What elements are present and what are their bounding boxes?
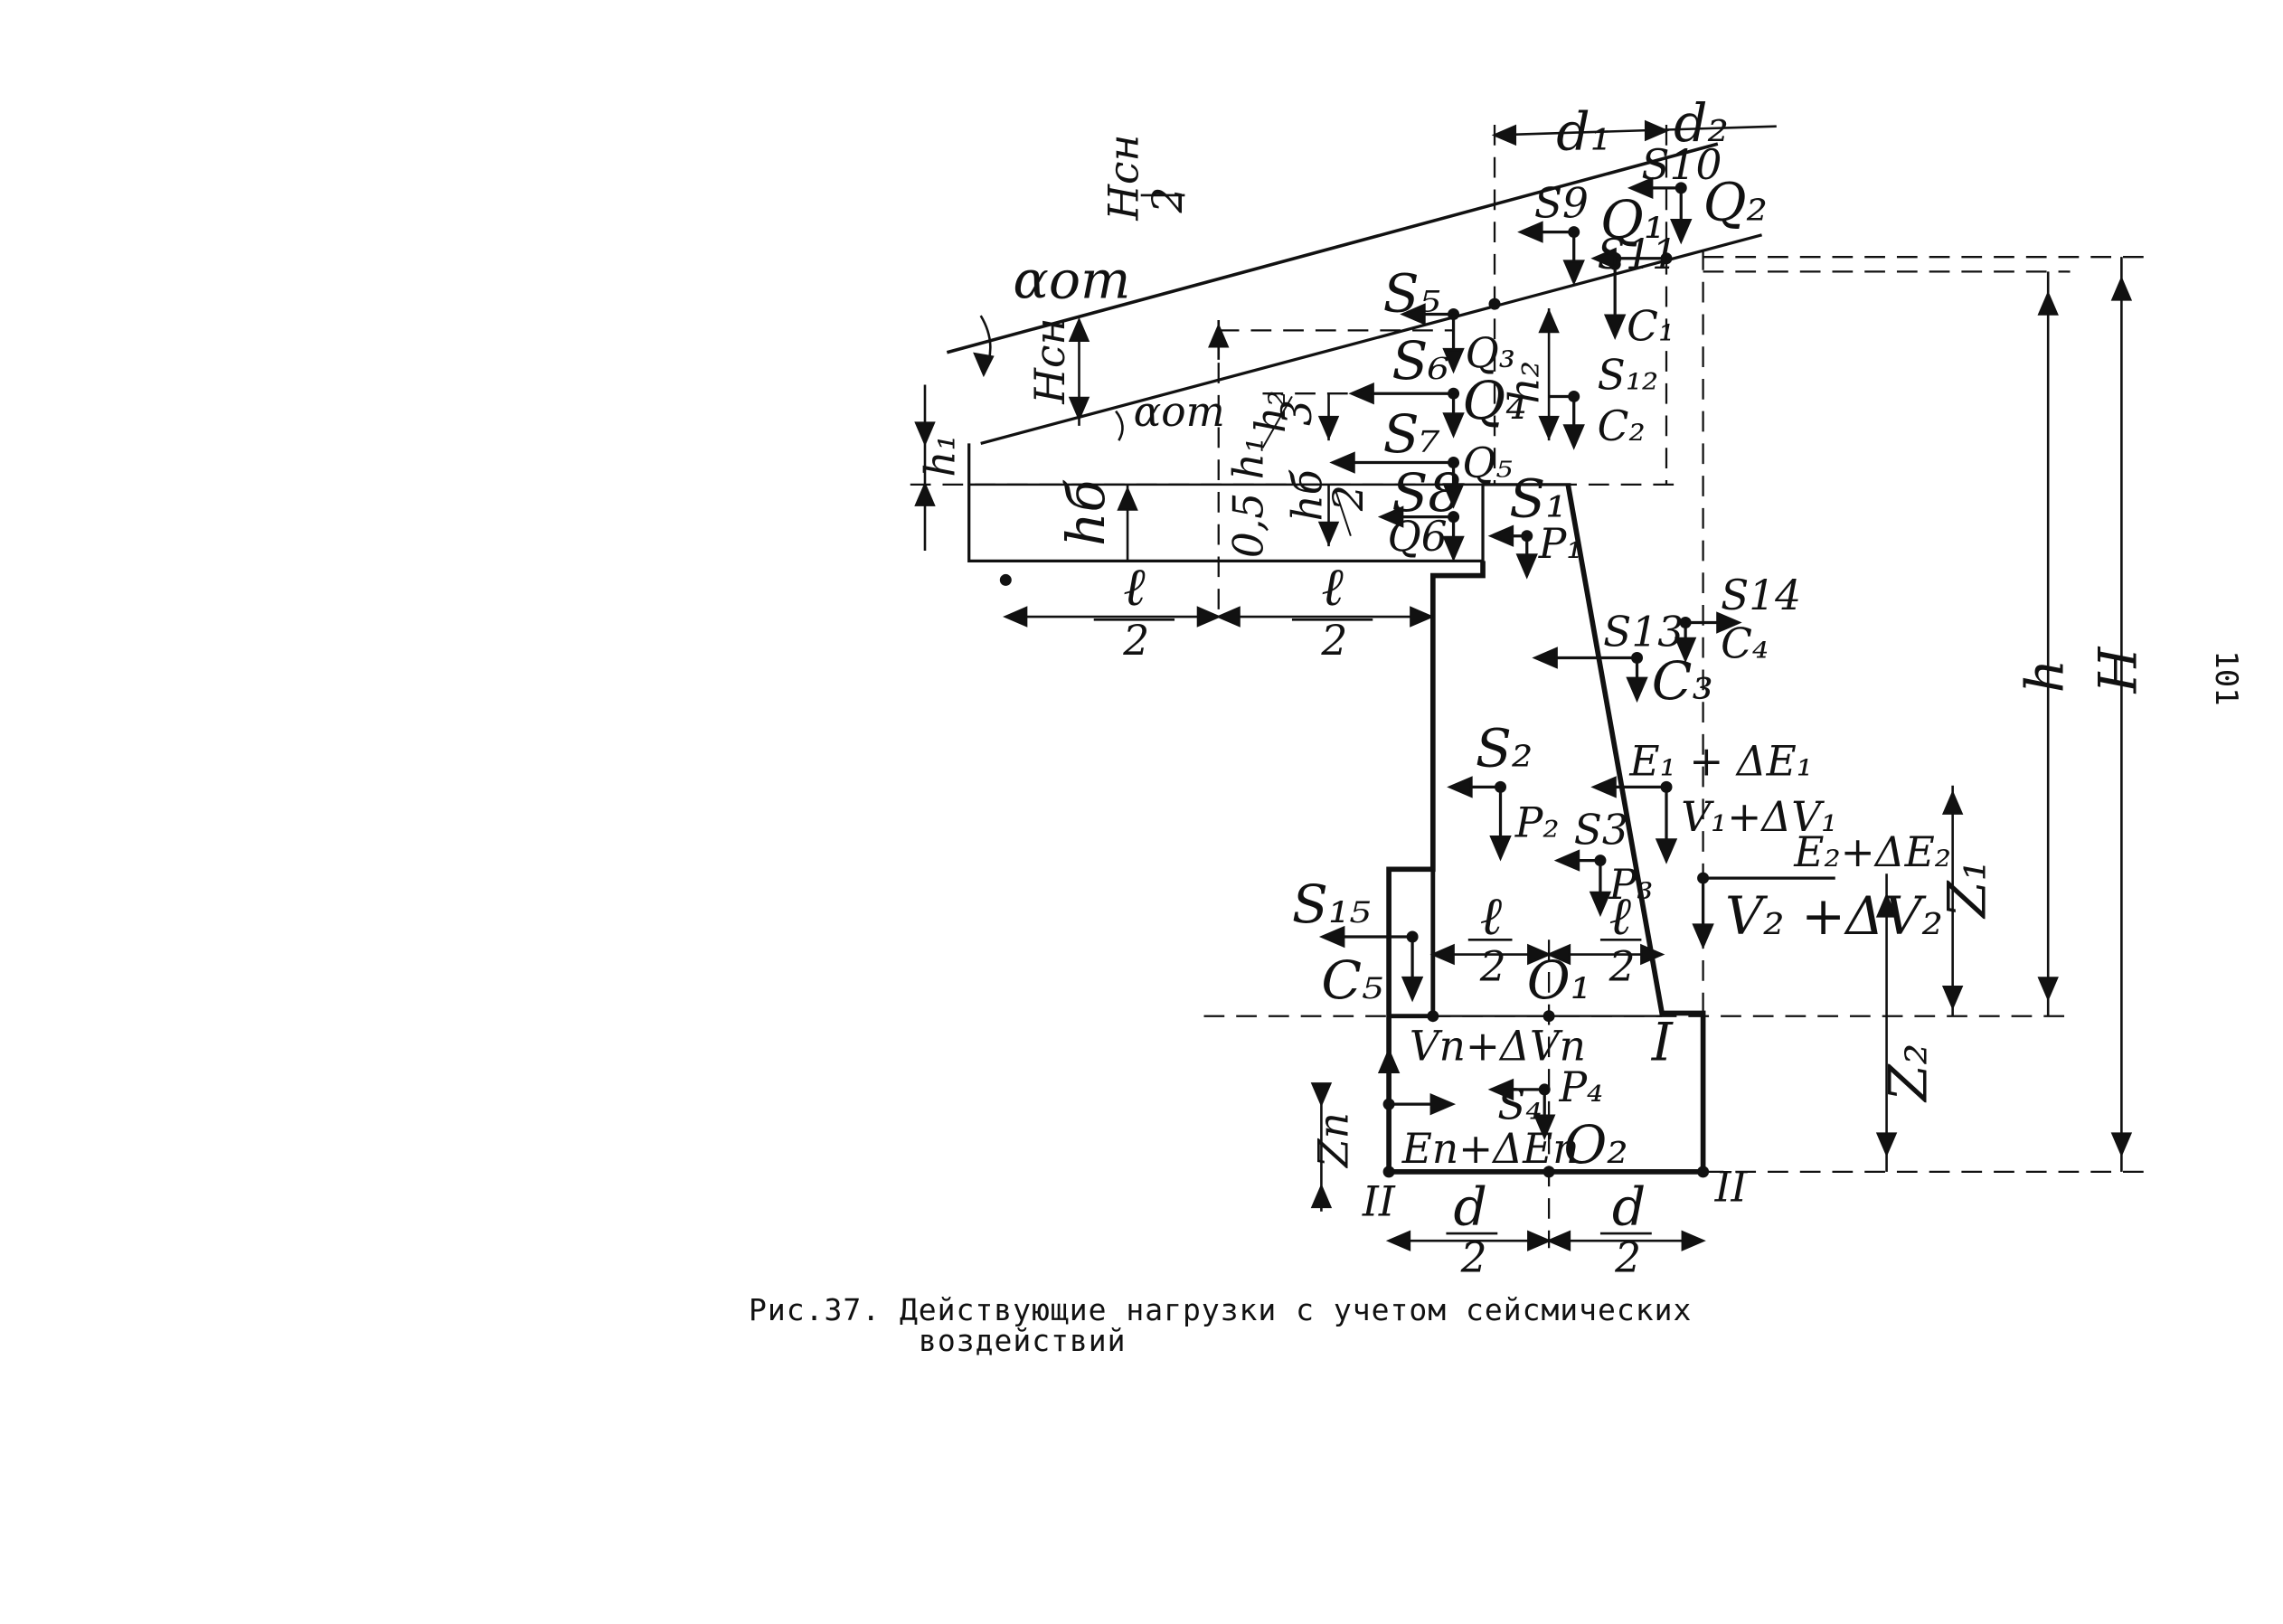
pier-body xyxy=(1386,484,1706,1175)
label-S14: S14 xyxy=(1721,571,1801,619)
label-P3: P₃ xyxy=(1608,861,1654,909)
slope-line-top xyxy=(946,142,1719,354)
label-alpha-ot: αот xyxy=(1134,388,1225,436)
label-C1: C₁ xyxy=(1627,303,1675,351)
caption-line-2: воздействий xyxy=(919,1323,1127,1358)
label-Z1: Z₁ xyxy=(1936,860,1997,920)
label-C3: C₃ xyxy=(1652,650,1713,712)
label-S5: S₅ xyxy=(1383,262,1440,324)
label-b-half-2-num: ℓ xyxy=(1609,885,1632,947)
label-b-half-1-num: ℓ xyxy=(1480,885,1503,947)
label-b-half-1-den: 2 xyxy=(1479,943,1506,991)
label-S15: S₁₅ xyxy=(1292,873,1371,935)
label-Q3: Q₃ xyxy=(1466,329,1515,377)
label-S11: S11 xyxy=(1598,231,1678,279)
dimension-lines xyxy=(914,119,2133,1251)
label-h2: h₂ xyxy=(1501,361,1549,404)
label-I: I xyxy=(1651,1011,1675,1072)
label-Hsn-half-num: Hсн xyxy=(1099,135,1147,222)
label-h2-3-num: h₂ xyxy=(1247,391,1295,434)
label-O1: O₁ xyxy=(1527,949,1591,1011)
label-Q1-top: Q₁ xyxy=(1600,189,1665,250)
force-arrows xyxy=(1318,176,1835,1140)
label-half-h1: 0,5 h₁ xyxy=(1224,437,1272,558)
label-S4: S₄ xyxy=(1497,1081,1542,1128)
label-S3: S3 xyxy=(1574,807,1628,854)
label-II-right: II xyxy=(1714,1163,1749,1211)
label-Hsn-half-den: 2 xyxy=(1144,187,1192,214)
label-P4: P₄ xyxy=(1558,1063,1603,1111)
label-Ep: Eп+ΔEп xyxy=(1401,1125,1580,1173)
label-h2-3-den: 3 xyxy=(1273,400,1321,426)
slope-line-bottom xyxy=(980,233,1762,445)
label-b-half-2-den: 2 xyxy=(1608,943,1636,991)
label-C2: C₂ xyxy=(1598,402,1646,450)
label-Q6: Q6 xyxy=(1387,513,1447,561)
page-number: 101 xyxy=(2208,650,2244,706)
label-d1: d₁ xyxy=(1556,101,1611,163)
label-Q2: Q₂ xyxy=(1703,172,1768,233)
label-Q5: Q₅ xyxy=(1462,439,1512,487)
label-S2: S₂ xyxy=(1476,718,1533,779)
fraction-bars xyxy=(1093,194,1652,1235)
label-l-half-2-den: 2 xyxy=(1320,617,1347,665)
label-E1: E₁ + ΔE₁ xyxy=(1628,737,1813,785)
label-E2: E₂+ΔE₂ xyxy=(1793,828,1951,876)
label-S8: S8 xyxy=(1391,462,1461,524)
label-Zp: Zп xyxy=(1310,1112,1358,1169)
figure-caption: Рис.37. Действующие нагрузки с учетом се… xyxy=(749,1295,1924,1356)
label-S9: S9 xyxy=(1534,179,1589,227)
label-S1: S₁ xyxy=(1509,468,1566,530)
label-C5: C₅ xyxy=(1321,949,1382,1011)
label-d-half-2-num: d xyxy=(1612,1176,1646,1237)
label-l-half-2-num: ℓ xyxy=(1321,556,1344,618)
label-l-half-1-den: 2 xyxy=(1122,617,1149,665)
label-d-half-1-num: d xyxy=(1454,1176,1487,1237)
label-d2: d₂ xyxy=(1674,92,1729,154)
label-Q4: Q₄ xyxy=(1462,370,1526,431)
label-Z2: Z₂ xyxy=(1877,1043,1939,1103)
label-P1: P₁ xyxy=(1538,520,1583,568)
label-d-half-2-den: 2 xyxy=(1614,1233,1641,1281)
label-V1: V₁+ΔV₁ xyxy=(1681,793,1837,841)
caption-line-1: Рис.37. Действующие нагрузки с учетом се… xyxy=(749,1292,1693,1327)
label-C4: C₄ xyxy=(1721,619,1769,667)
label-S10: S10 xyxy=(1641,141,1722,189)
label-II-left: II xyxy=(1362,1178,1396,1226)
label-P2: P₂ xyxy=(1514,799,1560,847)
label-h1: h₁ xyxy=(916,434,964,477)
label-hb: hб xyxy=(1055,479,1117,546)
label-S6: S₆ xyxy=(1391,330,1448,392)
label-Hsn: Hсн xyxy=(1026,318,1074,405)
label-S12: S₁₂ xyxy=(1598,351,1659,399)
label-d-half-1-den: 2 xyxy=(1460,1233,1487,1281)
label-O2: O₂ xyxy=(1563,1114,1627,1176)
label-H: H xyxy=(2088,646,2149,694)
label-l-half-1-num: ℓ xyxy=(1123,556,1146,618)
diagram-labels: d₁ d₂ S9 S10 S11 Q₁ Q₂ Hсн 2 αот Hсн αот… xyxy=(916,92,2148,1281)
label-alpha-ot-top: αот xyxy=(1013,250,1130,311)
label-Vp: Vп+ΔVп xyxy=(1410,1022,1586,1070)
label-S13: S13 xyxy=(1603,609,1684,656)
label-hb-2-den: 2 xyxy=(1325,485,1373,512)
label-V2: V₂ +ΔV₂ xyxy=(1725,885,1943,947)
label-S7: S₇ xyxy=(1383,403,1440,465)
label-hb-2-num: hб xyxy=(1283,469,1331,521)
label-h: h xyxy=(2014,659,2075,694)
guide-lines xyxy=(910,125,2144,1249)
